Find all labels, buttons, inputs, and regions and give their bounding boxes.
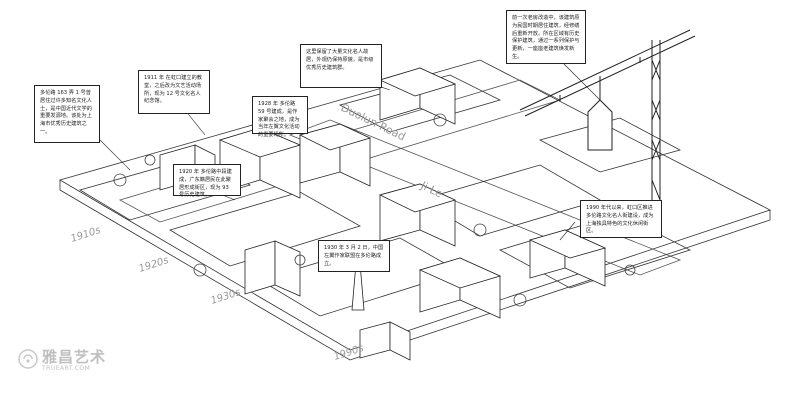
year-label-1930s: 1930s (210, 287, 243, 307)
building-i (359, 321, 411, 361)
callout-1930-league: 1930 年 3 月 2 日，中国左翼作家联盟在多伦路成立。 (318, 240, 390, 272)
callout-1920-district: 1920 年 多伦路中段建成，广东籍居民在此聚居形成街区，现为 93 号历史建筑… (173, 164, 241, 198)
callout-duolun-163: 多伦路 163 弄 1 号曾居住过许多知名文化人士，是中国近代文学的重要发源地。… (34, 85, 100, 143)
building-d (418, 257, 502, 319)
callout-1911-church: 1911 年 在虹口建立的教堂，之后改为文艺活动场所，现为 12 号文化名人纪念… (138, 70, 210, 114)
ground-slab-edge (59, 180, 771, 361)
obelisk (351, 239, 365, 311)
artron-logo-icon (18, 349, 38, 369)
year-label-1990s: 1990s (333, 343, 366, 363)
lot-2 (169, 191, 362, 267)
building-h (244, 240, 301, 297)
watermark-name: 雅昌艺术 (42, 348, 107, 366)
trees (113, 113, 636, 307)
year-label-1920s: 1920s (138, 255, 171, 275)
callout-1990-culture-street: 1990 年代以来，虹口区推进多伦路文化名人街建设，成为上海独具特色的文化休闲街… (580, 200, 662, 238)
building-e (528, 229, 607, 287)
year-label-1910s: 1910s (70, 225, 103, 245)
watermark: 雅昌艺术 TRUEART.COM (18, 346, 106, 372)
building-c (378, 183, 457, 247)
callout-1928-duolun-59: 1928 年 多伦路 59 号建成，是作家聚会之地，成为当年左翼文化活动的重要场… (252, 96, 308, 138)
watermark-domain: TRUEART.COM (42, 365, 91, 372)
callout-heritage-group: 这里保留了大量文化名人故居，外观仍保持原貌，是市级优秀历史建筑群。 (300, 44, 382, 88)
building-f (378, 67, 457, 125)
tower-crane (519, 29, 696, 201)
building-b (298, 123, 372, 187)
callout-renovation: 前一次老房改造中，该建筑原为民国时期居住建筑，经修缮后重新开放。所在区域有历史保… (506, 10, 586, 64)
